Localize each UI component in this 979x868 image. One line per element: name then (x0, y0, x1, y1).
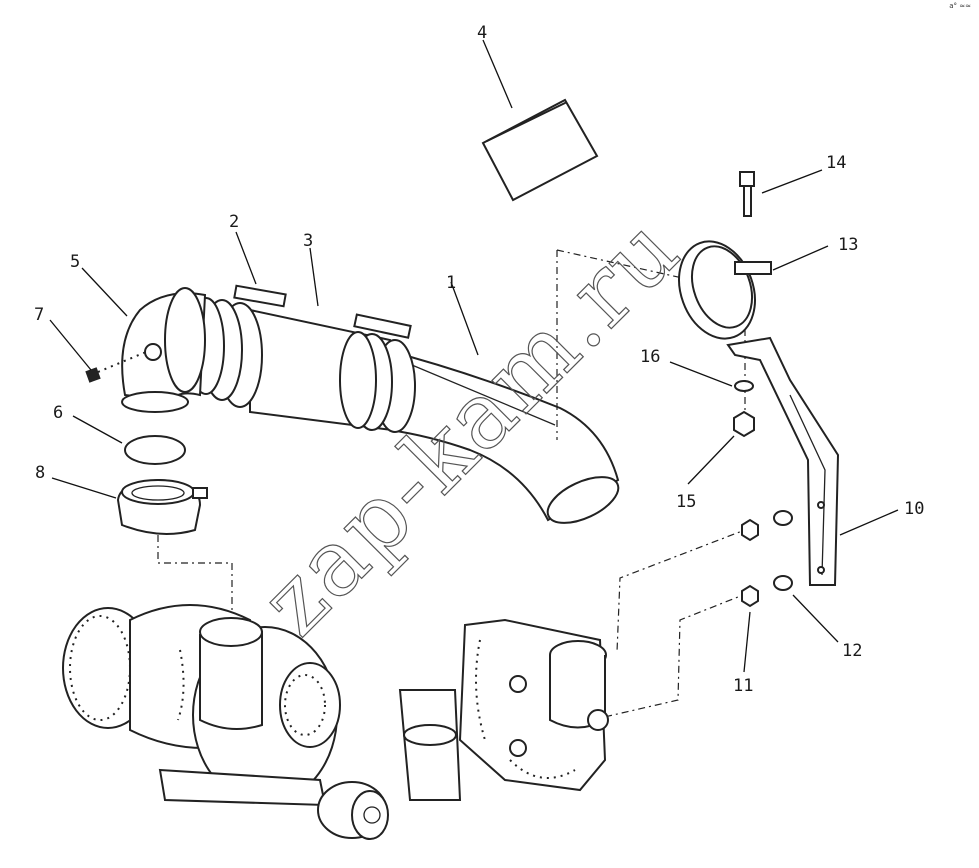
part-1-pipe (383, 348, 620, 524)
corner-mark: a° ≈≈ (949, 2, 971, 10)
label-12: 12 (842, 641, 862, 661)
part-4-plate (481, 98, 599, 202)
part-15-nut (733, 410, 755, 438)
label-1: 1 (446, 273, 456, 293)
part-3-hose (249, 308, 416, 433)
part-14-bolt (739, 171, 755, 217)
part-labels: 4 2 3 1 5 7 6 8 14 13 16 15 10 11 12 (34, 23, 924, 696)
label-3: 3 (303, 231, 313, 251)
part-13-band (678, 240, 772, 340)
part-10-bracket (726, 336, 840, 586)
label-7: 7 (34, 305, 44, 325)
label-4: 4 (477, 23, 487, 43)
label-6: 6 (53, 403, 63, 423)
part-7-plug (85, 351, 147, 383)
label-5: 5 (70, 252, 80, 272)
exhaust-manifold (398, 618, 609, 801)
label-2: 2 (229, 212, 239, 232)
label-15: 15 (676, 492, 696, 512)
label-13: 13 (838, 235, 858, 255)
label-10: 10 (904, 499, 924, 519)
watermark: zap-kam.ru (240, 196, 700, 656)
part-11-nut (741, 518, 759, 608)
label-14: 14 (826, 153, 846, 173)
label-11: 11 (733, 676, 753, 696)
label-8: 8 (35, 463, 45, 483)
turbocharger (62, 604, 389, 840)
part-8-v-clamp (116, 478, 208, 535)
part-12-washer (773, 510, 793, 591)
leader-lines (49, 39, 899, 673)
part-6-o-ring (124, 435, 186, 465)
part-5-elbow (121, 287, 207, 413)
part-16-washer (734, 380, 754, 392)
label-16: 16 (640, 347, 660, 367)
